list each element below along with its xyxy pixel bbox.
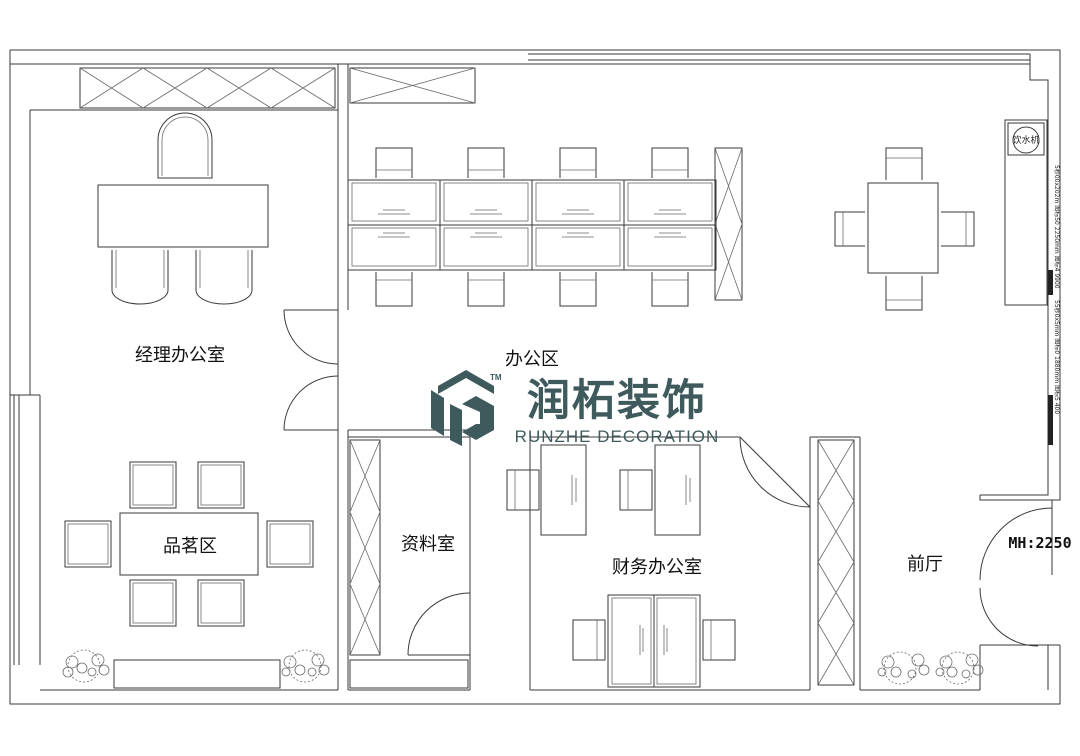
- brand-tm: TM: [490, 373, 502, 382]
- meeting-table-set: [834, 147, 975, 311]
- brand-name-en: RUNZHE DECORATION: [515, 427, 720, 446]
- side-note-upper: 5秒00x202m 图标50 2250mm 图标4 9900: [1053, 165, 1061, 289]
- water-dispenser-label: 饮水机: [1012, 134, 1039, 146]
- tea-table-set: [64, 461, 314, 627]
- room-label-manager-office: 经理办公室: [135, 345, 225, 366]
- workstations: [347, 147, 717, 307]
- outer-walls: [9, 49, 1061, 705]
- brand-name-cn: 润柘装饰: [527, 376, 707, 426]
- room-label-tea-area: 品茗区: [163, 536, 217, 557]
- brand-watermark: TM 润柘装饰 RUNZHE DECORATION: [431, 370, 720, 446]
- doors: [283, 309, 1053, 656]
- cabinets: 饮水机: [79, 67, 1048, 689]
- room-label-archive: 资料室: [401, 534, 455, 555]
- interior-walls: [29, 64, 980, 691]
- room-label-finance-office: 财务办公室: [612, 557, 702, 578]
- brand-logo-icon: [431, 370, 494, 446]
- plants: [62, 649, 984, 685]
- ceiling-height-label: MH:2250: [1008, 534, 1071, 552]
- side-note-lower: 55秒0x5mm 图标0 1880mm 图标5 400: [1053, 300, 1061, 414]
- finance-furniture: [506, 444, 736, 688]
- room-label-office-area: 办公区: [505, 349, 559, 370]
- side-notes: 5秒00x202m 图标50 2250mm 图标4 9900 55秒0x5mm …: [1048, 165, 1061, 445]
- manager-desk-set: [97, 112, 269, 305]
- room-label-lobby: 前厅: [907, 554, 943, 575]
